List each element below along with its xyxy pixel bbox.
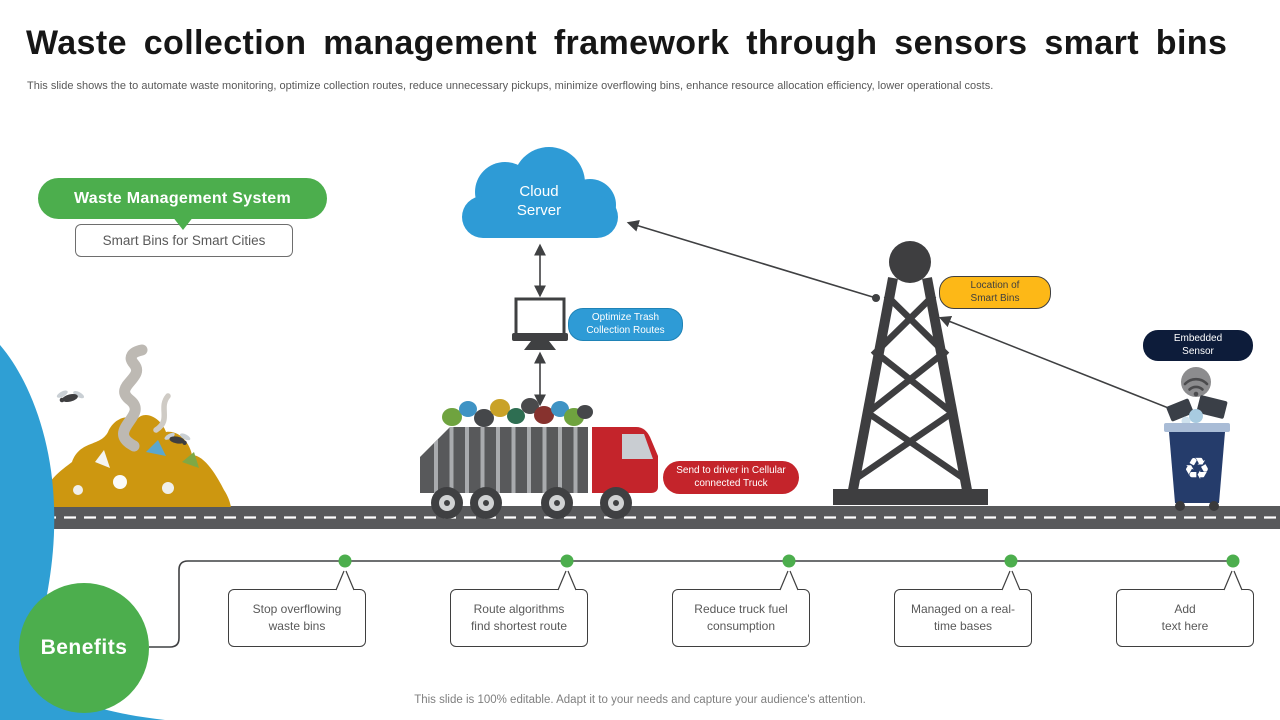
arrow-bin-tower [938, 315, 1181, 416]
bin-trash [1166, 395, 1228, 426]
benefit-box: Route algorithms find shortest route [450, 589, 588, 647]
slide-subtitle: This slide shows the to automate waste m… [27, 80, 994, 92]
cloud-icon [462, 147, 618, 238]
benefit-box: Stop overflowing waste bins [228, 589, 366, 647]
arrow-tower-cloud [626, 220, 881, 303]
benefits-connector [149, 554, 1240, 648]
truck-wheels [431, 487, 632, 519]
send-to-driver-pill: Send to driver in Cellular connected Tru… [663, 461, 799, 494]
smart-bins-label: Smart Bins for Smart Cities [75, 224, 293, 257]
footer-note: This slide is 100% editable. Adapt it to… [414, 694, 866, 706]
benefit-dot [782, 554, 796, 568]
benefit-box-placeholder: Add text here [1116, 589, 1254, 647]
benefit-dot [560, 554, 574, 568]
benefits-badge: Benefits [19, 583, 149, 713]
optimize-routes-pill: Optimize Trash Collection Routes [568, 308, 683, 341]
wifi-icon [1181, 367, 1211, 397]
fly-icon [56, 390, 85, 403]
location-smart-bins-pill: Location of Smart Bins [939, 276, 1051, 309]
page-title: Waste collection management framework th… [26, 24, 1228, 62]
monitor-icon [512, 297, 568, 350]
embedded-sensor-pill: Embedded Sensor [1143, 330, 1253, 361]
truck-trash [442, 398, 593, 427]
fly-icon [164, 432, 191, 446]
benefit-dot [1226, 554, 1240, 568]
benefit-box: Managed on a real- time bases [894, 589, 1032, 647]
benefit-box: Reduce truck fuel consumption [672, 589, 810, 647]
recycle-icon: ♻ [1184, 452, 1211, 487]
bin-icon: ♻ [1164, 395, 1230, 511]
road [36, 506, 1280, 529]
benefit-dot [1004, 554, 1018, 568]
waste-management-system-pill: Waste Management System [38, 178, 327, 219]
garbage-pile-icon [38, 415, 231, 507]
benefit-dot [338, 554, 352, 568]
truck-icon [420, 398, 658, 519]
smoke-icon [118, 344, 171, 452]
cloud-server-label: Cloud Server [516, 183, 562, 219]
tower-icon [833, 241, 988, 505]
blue-swoosh-decoration [0, 345, 165, 720]
